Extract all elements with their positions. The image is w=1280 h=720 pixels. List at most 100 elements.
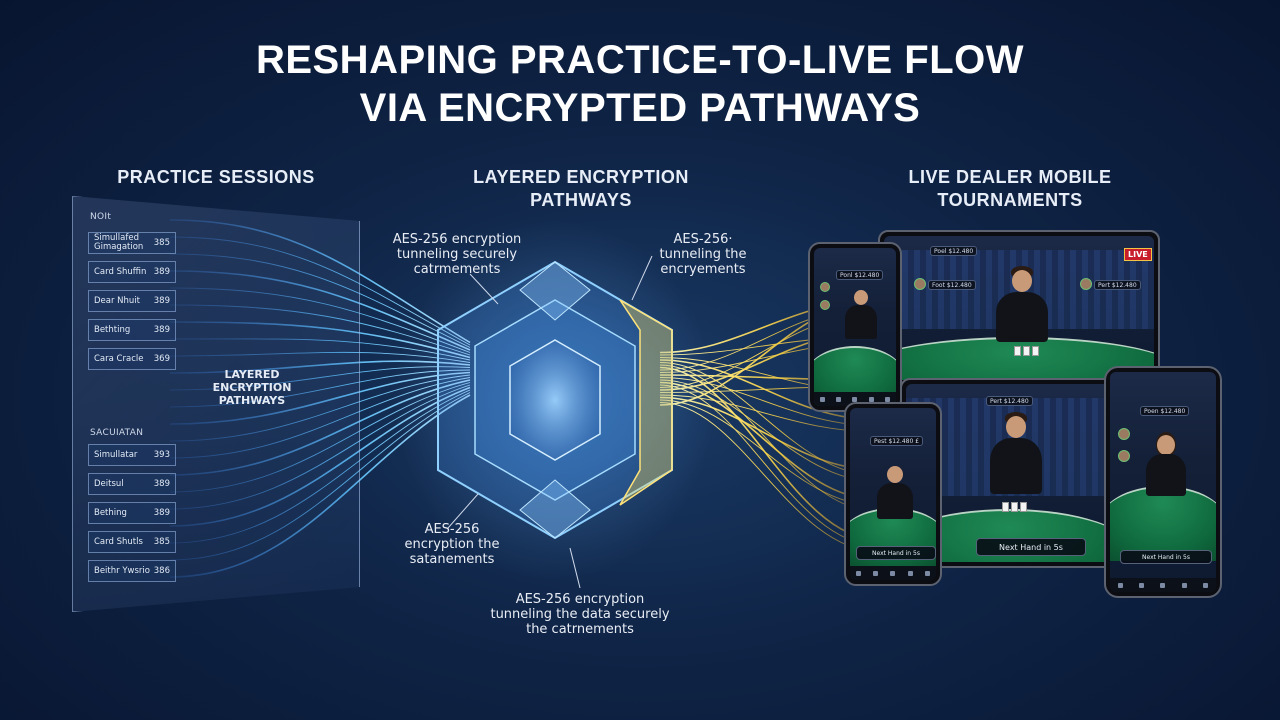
phone-left-bet-label: Ponl $12.480 <box>836 270 884 280</box>
poker-table <box>1110 486 1216 562</box>
practice-row-label: Card Shutls <box>94 536 143 547</box>
page-title: RESHAPING PRACTICE-TO-LIVE FLOW VIA ENCR… <box>0 36 1280 132</box>
next-hand-banner: Next Hand in 5s <box>856 546 936 560</box>
player-avatar <box>1080 278 1092 290</box>
tablet-bottom-bet-label: Pert $12.480 <box>986 396 1033 406</box>
title-line-2: VIA ENCRYPTED PATHWAYS <box>359 86 921 130</box>
practice-row-label: Card Shuffin <box>94 266 147 277</box>
phone-small: Pest $12.480 £ Next Hand in 5s <box>844 402 942 586</box>
panel-center-label: LAYERED ENCRYPTION PATHWAYS <box>200 368 304 407</box>
practice-row-value: 386 <box>153 566 170 576</box>
practice-row-value: 389 <box>153 325 170 335</box>
annotation-bottom-line-2: tunneling the data securely <box>490 607 670 622</box>
practice-row-label: Dear Nhuit <box>94 295 141 306</box>
tablet-top-player-2: Pert $12.480 <box>1094 280 1141 290</box>
phone-right: Poen $12.480 Next Hand in 5s <box>1104 366 1222 598</box>
practice-row-label: Deitsul <box>94 478 124 489</box>
annotation-mid-left-line-3: satanements <box>409 552 495 567</box>
practice-section-1-label: NOIt <box>90 212 112 222</box>
title-line-1: RESHAPING PRACTICE-TO-LIVE FLOW <box>255 38 1025 82</box>
practice-heading-text: PRACTICE SESSIONS <box>117 167 315 187</box>
tablet-top-screen: Poel $12.480 LIVE Foot $12.480 Pert $12.… <box>884 236 1154 380</box>
phone-small-bet-label: Pest $12.480 £ <box>870 436 924 446</box>
annotation-top-right-line-2: tunneling the <box>659 247 747 262</box>
practice-row[interactable]: Deitsul 389 <box>88 473 176 495</box>
practice-row-label: Simullatar <box>94 449 138 460</box>
practice-row-value: 389 <box>153 479 170 489</box>
encryption-crystal <box>437 260 673 540</box>
practice-row-value: 389 <box>153 296 170 306</box>
practice-row-label: Cara Cracle <box>94 353 144 364</box>
encryption-heading-line-2: PATHWAYS <box>530 190 632 210</box>
practice-row[interactable]: Bethting 389 <box>88 319 176 341</box>
tablet-top-player-1: Foot $12.480 <box>928 280 976 290</box>
practice-row-label: Bething <box>94 507 127 518</box>
practice-row[interactable]: Dear Nhuit 389 <box>88 290 176 312</box>
phone-right-bet-label: Poen $12.480 <box>1140 406 1190 416</box>
playing-card <box>1032 346 1039 356</box>
next-hand-banner: Next Hand in 5s <box>1120 550 1212 564</box>
practice-row-value: 389 <box>153 267 170 277</box>
pointer-line-top-right <box>631 255 653 301</box>
practice-row[interactable]: Card Shutls 385 <box>88 531 176 553</box>
phone-left-screen: Ponl $12.480 <box>814 248 896 406</box>
panel-center-label-line-1: LAYERED <box>224 368 280 381</box>
practice-row-value: 385 <box>153 238 170 248</box>
pointer-line-top-left <box>469 273 499 305</box>
panel-center-label-line-2: ENCRYPTION <box>212 381 292 394</box>
annotation-mid-left: AES-256 encryption the satanements <box>392 522 512 567</box>
player-avatar <box>1118 428 1130 440</box>
annotation-top-left: AES-256 encryption tunneling securely ca… <box>382 232 532 277</box>
annotation-top-right: AES-256· tunneling the encryements <box>648 232 758 277</box>
annotation-bottom-line-1: AES-256 encryption <box>515 592 645 607</box>
dealer-figure <box>876 466 914 526</box>
phone-right-screen: Poen $12.480 Next Hand in 5s <box>1110 372 1216 592</box>
practice-row[interactable]: Simullafed Gimagation 385 <box>88 232 176 254</box>
playing-card <box>1002 502 1009 512</box>
dealer-figure <box>994 266 1050 356</box>
dealer-figure <box>1144 432 1188 502</box>
next-hand-banner: Next Hand in 5s <box>976 538 1086 556</box>
tablet-top: Poel $12.480 LIVE Foot $12.480 Pert $12.… <box>878 230 1160 386</box>
live-heading-line-1: LIVE DEALER MOBILE <box>908 167 1112 187</box>
tablet-top-bet-label: Poel $12.480 <box>930 246 978 256</box>
phone-nav-bar[interactable] <box>1110 578 1216 592</box>
panel-center-label-line-3: PATHWAYS <box>218 394 286 407</box>
practice-heading: PRACTICE SESSIONS <box>96 166 336 189</box>
player-avatar <box>820 282 830 292</box>
encryption-heading-line-1: LAYERED ENCRYPTION <box>473 167 689 187</box>
encryption-heading: LAYERED ENCRYPTION PATHWAYS <box>450 166 712 212</box>
practice-row-label: Beithr Ywsrio <box>94 565 150 576</box>
practice-row-label: Bethting <box>94 324 131 335</box>
phone-small-screen: Pest $12.480 £ Next Hand in 5s <box>850 408 936 580</box>
annotation-top-left-line-2: tunneling securely <box>396 247 518 262</box>
playing-card <box>1014 346 1021 356</box>
dealer-figure <box>844 290 878 346</box>
practice-row-label: Simullafed Gimagation <box>94 233 144 252</box>
annotation-mid-left-line-1: AES-256 <box>424 522 480 537</box>
playing-card <box>1023 346 1030 356</box>
dealer-figure <box>988 412 1044 508</box>
practice-sessions-panel <box>72 196 360 612</box>
crystal-bottom-facet <box>519 479 591 539</box>
annotation-top-right-line-1: AES-256· <box>673 232 733 247</box>
playing-card <box>1020 502 1027 512</box>
live-heading: LIVE DEALER MOBILE TOURNAMENTS <box>880 166 1140 212</box>
annotation-mid-left-line-2: encryption the <box>404 537 500 552</box>
pointer-line-bottom <box>569 547 581 589</box>
practice-row[interactable]: Card Shuffin 389 <box>88 261 176 283</box>
crystal-top-facet <box>519 261 591 321</box>
practice-row-value: 385 <box>153 537 170 547</box>
playing-card <box>1011 502 1018 512</box>
live-heading-line-2: TOURNAMENTS <box>937 190 1083 210</box>
annotation-top-left-line-1: AES-256 encryption <box>392 232 522 247</box>
phone-left: Ponl $12.480 <box>808 242 902 412</box>
annotation-bottom-line-3: the catrnements <box>526 622 634 637</box>
annotation-top-right-line-3: encryements <box>660 262 746 277</box>
phone-nav-bar[interactable] <box>850 566 936 580</box>
